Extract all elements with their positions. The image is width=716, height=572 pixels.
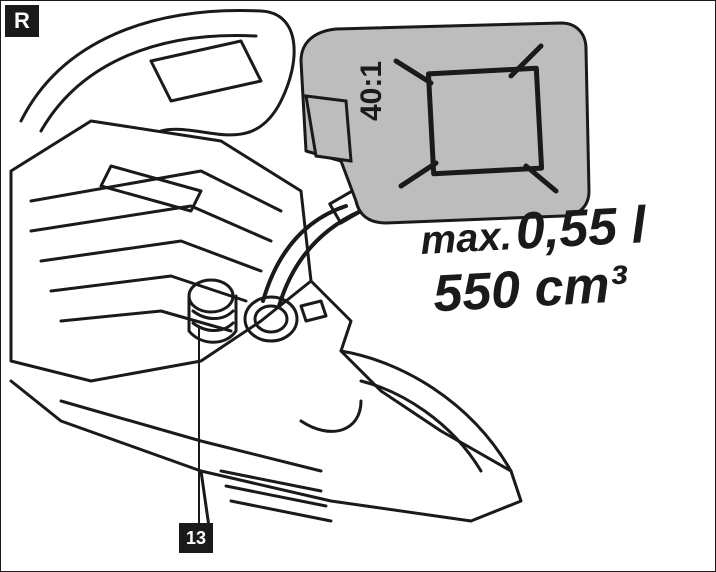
figure-label: R <box>5 5 39 37</box>
brand-plate <box>99 164 203 213</box>
fuel-filler-opening <box>243 295 299 343</box>
fuel-canister-icon <box>299 21 591 225</box>
capacity-liters: 0,55 l <box>514 196 648 261</box>
top-handle <box>19 9 296 137</box>
rear-grip <box>339 349 513 473</box>
part-callout-13: 13 <box>179 523 213 553</box>
chassis <box>9 279 523 523</box>
fuel-cap <box>187 278 238 344</box>
pour-spout <box>261 204 348 303</box>
mix-ratio-label: 40:1 <box>355 60 388 121</box>
capacity-cubic-cm: 550 cm³ <box>431 255 629 324</box>
capacity-prefix: max. <box>419 214 513 263</box>
tank-capacity: max. 0,55 l 550 cm³ <box>419 196 650 324</box>
